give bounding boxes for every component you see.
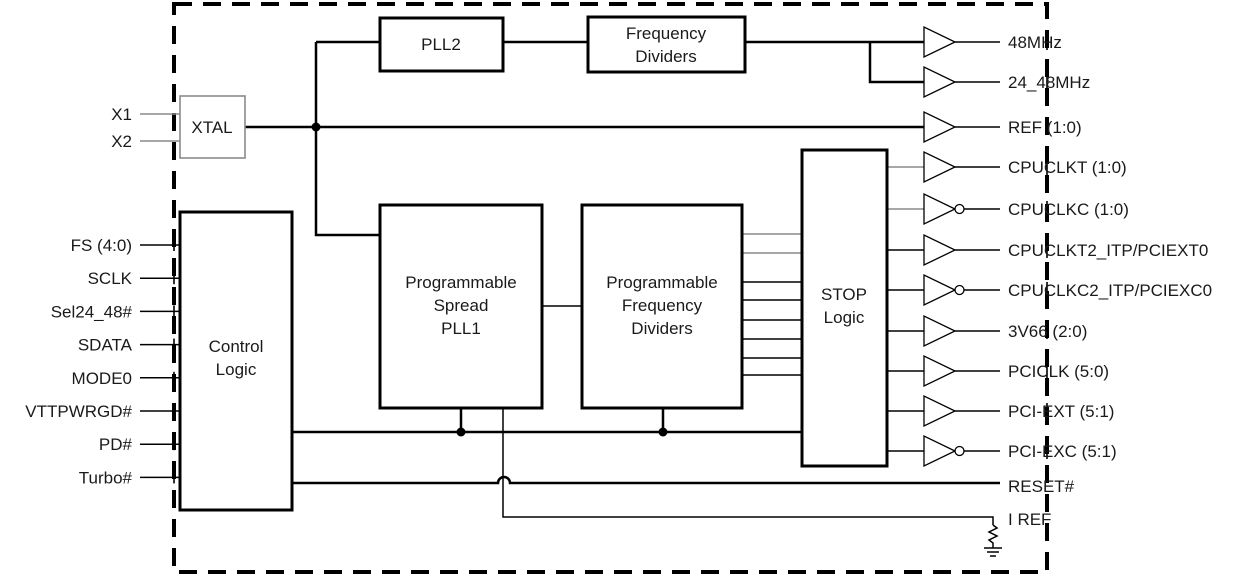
control-input-sclk: SCLK <box>88 269 180 288</box>
control-input-label: Turbo# <box>79 468 133 487</box>
stop-logic-line1: STOP <box>821 285 867 304</box>
output-i-ref: I REF <box>1008 510 1051 529</box>
output-cpuclkt-1-0: CPUCLKT (1:0) <box>923 150 1127 184</box>
output-label: CPUCLKT2_ITP/PCIEXT0 <box>1008 241 1208 260</box>
freq-dividers-line1: Frequency <box>626 24 707 43</box>
junction-dot <box>456 427 466 437</box>
buffer-icon <box>923 233 957 267</box>
spread-pll1-line3: PLL1 <box>441 319 481 338</box>
control-input-label: MODE0 <box>72 369 132 388</box>
output-3v66-2-0: 3V66 (2:0) <box>923 314 1087 348</box>
output-pciclk-5-0: PCICLK (5:0) <box>923 354 1109 388</box>
output-label: I REF <box>1008 510 1051 529</box>
output-label: CPUCLKT (1:0) <box>1008 158 1127 177</box>
buffer-icon <box>923 110 957 144</box>
output-label: PCICLK (5:0) <box>1008 362 1109 381</box>
control-input-label: VTTPWRGD# <box>25 402 132 421</box>
output-cpuclkc-1-0: CPUCLKC (1:0) <box>923 192 1129 226</box>
control-logic-line1: Control <box>209 337 264 356</box>
pll2-label: PLL2 <box>421 35 461 54</box>
output-label: 24_48MHz <box>1008 73 1090 92</box>
buffer-icon <box>923 314 957 348</box>
junction-dot <box>658 427 668 437</box>
chip-boundary <box>172 2 1049 574</box>
output-cpuclkt2-itp-pciext0: CPUCLKT2_ITP/PCIEXT0 <box>923 233 1208 267</box>
pll2-block: PLL2 <box>378 16 505 73</box>
programmable-dividers-block: Programmable Frequency Dividers <box>580 203 744 410</box>
xtal-block: XTAL <box>179 95 246 159</box>
spread-pll1-block: Programmable Spread PLL1 <box>378 203 544 410</box>
control-input-pd: PD# <box>99 435 180 454</box>
control-input-sel24-48: Sel24_48# <box>51 302 180 321</box>
output-label: CPUCLKC (1:0) <box>1008 200 1129 219</box>
control-logic-block: Control Logic <box>178 210 294 512</box>
wiring <box>245 40 1002 557</box>
output-cpuclkc2-itp-pciexc0: CPUCLKC2_ITP/PCIEXC0 <box>923 273 1212 307</box>
frequency-dividers-block: Frequency Dividers <box>586 15 747 74</box>
buffer-icon <box>923 65 957 99</box>
control-input-label: FS (4:0) <box>71 236 132 255</box>
xtal-input-label: X1 <box>111 105 132 124</box>
control-input-label: SDATA <box>78 336 133 355</box>
inversion-bubble <box>954 445 965 457</box>
prog-dividers-line3: Dividers <box>631 319 692 338</box>
output-24-48mhz: 24_48MHz <box>923 65 1090 99</box>
control-input-label: PD# <box>99 435 133 454</box>
buffer-icon <box>923 150 957 184</box>
inversion-bubble <box>954 284 965 296</box>
inverting-buffer-icon <box>923 273 957 307</box>
xtal-input-label: X2 <box>111 132 132 151</box>
stop-logic-block: STOP Logic <box>800 148 889 468</box>
freq-dividers-line2: Dividers <box>635 47 696 66</box>
prog-dividers-line1: Programmable <box>606 273 718 292</box>
output-label: 48MHz <box>1008 33 1062 52</box>
output-label: 3V66 (2:0) <box>1008 322 1087 341</box>
inverting-buffer-icon <box>923 434 957 468</box>
xtal-input-x1: X1 <box>111 105 180 124</box>
buffer-icon <box>923 394 957 428</box>
inverting-buffer-icon <box>923 192 957 226</box>
buffer-icon <box>923 25 957 59</box>
control-input-turbo: Turbo# <box>79 468 180 487</box>
control-input-sdata: SDATA <box>78 336 180 355</box>
control-logic-line2: Logic <box>216 360 257 379</box>
control-input-label: SCLK <box>88 269 133 288</box>
control-input-label: Sel24_48# <box>51 302 133 321</box>
direct-outputs: RESET# I REF <box>1008 477 1075 529</box>
junction-dot <box>311 122 321 132</box>
stop-logic-line2: Logic <box>824 308 865 327</box>
output-label: PCI-EXT (5:1) <box>1008 402 1114 421</box>
control-input-mode0: MODE0 <box>72 369 180 388</box>
xtal-label: XTAL <box>191 118 232 137</box>
inversion-bubble <box>954 203 965 215</box>
output-label: CPUCLKC2_ITP/PCIEXC0 <box>1008 281 1212 300</box>
spread-pll1-line1: Programmable <box>405 273 517 292</box>
output-pci-ext-5-1: PCI-EXT (5:1) <box>923 394 1114 428</box>
output-pci-exc-5-1: PCI-EXC (5:1) <box>923 434 1117 468</box>
control-inputs: FS (4:0) SCLK Sel24_48# SDATA MODE0VTTPWRGD#… <box>25 236 180 487</box>
xtal-input-x2: X2 <box>111 132 180 151</box>
output-label: REF (1:0) <box>1008 118 1082 137</box>
output-label: PCI-EXC (5:1) <box>1008 442 1117 461</box>
control-input-fs-4-0: FS (4:0) <box>71 236 180 255</box>
prog-dividers-line2: Frequency <box>622 296 703 315</box>
output-reset: RESET# <box>1008 477 1075 496</box>
output-ref-1-0: REF (1:0) <box>923 110 1082 144</box>
spread-pll1-line2: Spread <box>434 296 489 315</box>
output-label: RESET# <box>1008 477 1075 496</box>
output-48mhz: 48MHz <box>923 25 1062 59</box>
control-input-vttpwrgd: VTTPWRGD# <box>25 402 180 421</box>
buffer-icon <box>923 354 957 388</box>
